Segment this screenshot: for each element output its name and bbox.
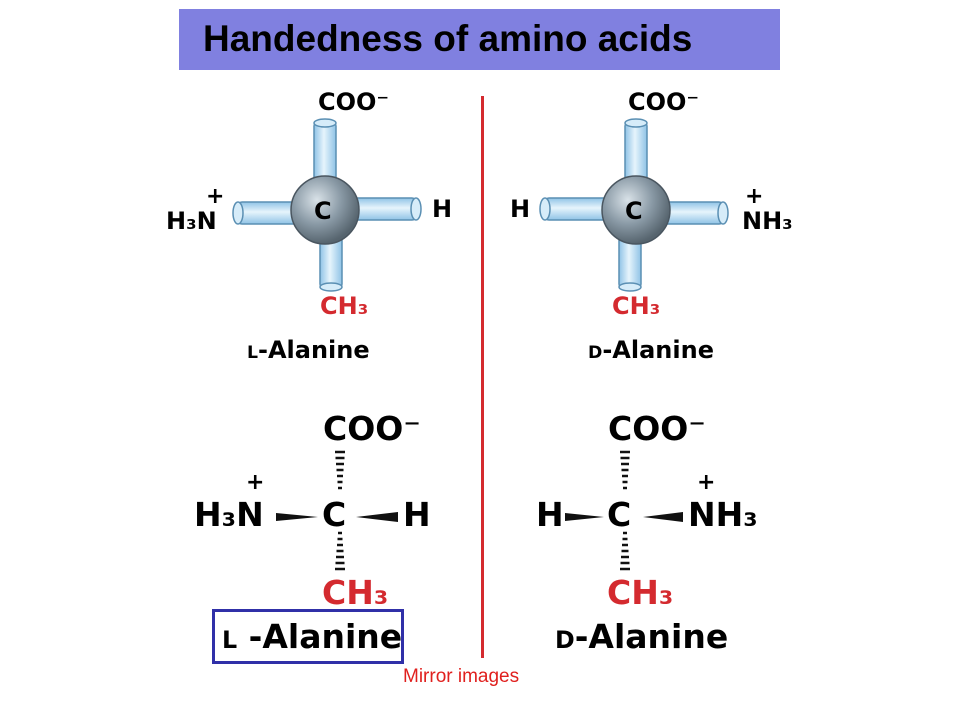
l-formula-hydrogen-label: H [403, 495, 431, 534]
l-model-prefix: L [247, 343, 259, 363]
mirror-images-caption: Mirror images [403, 666, 520, 687]
d-bond-down-cap [618, 282, 642, 292]
d-formula-name: -Alanine [574, 617, 729, 656]
d-model-carbon-label: C [625, 197, 643, 225]
l-formula-amino-label: H₃N [194, 495, 264, 534]
d-wedge-bond-right [643, 512, 683, 522]
l-bond-down-cap [319, 282, 343, 292]
l-alanine-model [232, 118, 422, 292]
l-wedge-bond-left [276, 513, 318, 521]
d-bond-right-cap [717, 201, 729, 225]
title-bar [179, 9, 780, 70]
d-alanine-model [539, 118, 729, 292]
l-formula-name-label: L -Alanine [222, 620, 402, 653]
d-formula-hydrogen-label: H [536, 495, 564, 534]
d-model-methyl-label: CH₃ [612, 292, 661, 320]
l-formula-carbon-label: C [322, 495, 347, 534]
l-bond-left-cap [232, 201, 244, 225]
l-model-charge-label: + [206, 184, 225, 209]
page-title: Handedness of amino acids [203, 18, 693, 59]
l-wedge-bond-right [356, 512, 398, 522]
d-model-name: -Alanine [602, 336, 714, 364]
l-model-carboxylate-label: COO⁻ [318, 88, 390, 116]
d-formula-carbon-label: C [607, 495, 632, 534]
d-wedge-bond-left [565, 513, 604, 521]
l-model-carbon-label: C [314, 197, 332, 225]
d-model-amino-label: NH₃ [742, 207, 793, 235]
d-formula-amino-label: NH₃ [688, 495, 758, 534]
d-formula-name-label: D-Alanine [555, 620, 728, 653]
l-alanine-highlight-box [212, 609, 404, 664]
d-bond-left-cap [539, 197, 551, 221]
mirror-plane-line [481, 96, 484, 658]
l-hashed-bond-down [335, 531, 345, 571]
l-formula-charge-label: + [246, 470, 265, 495]
l-bond-right-cap [410, 197, 422, 221]
d-carbon-sphere [601, 175, 671, 245]
d-formula-methyl-label: CH₃ [607, 573, 674, 612]
l-formula-prefix: L [222, 626, 238, 654]
d-bond-up-cap [624, 118, 648, 128]
d-formula-carboxylate-label: COO⁻ [608, 409, 706, 448]
d-model-prefix: D [588, 343, 603, 363]
l-model-methyl-label: CH₃ [320, 292, 369, 320]
l-bond-up-cap [313, 118, 337, 128]
d-fischer-bonds [565, 450, 683, 571]
d-formula-charge-label: + [697, 470, 716, 495]
l-formula-name: -Alanine [248, 617, 403, 656]
l-hashed-bond-up [335, 450, 345, 490]
l-carbon-sphere [290, 175, 360, 245]
d-model-carboxylate-label: COO⁻ [628, 88, 700, 116]
l-formula-carboxylate-label: COO⁻ [323, 409, 421, 448]
l-model-amino-label: H₃N [166, 207, 217, 235]
d-model-charge-label: + [745, 184, 764, 209]
l-fischer-bonds [276, 450, 398, 571]
l-model-name: -Alanine [258, 336, 370, 364]
d-formula-prefix: D [555, 626, 575, 654]
l-formula-methyl-label: CH₃ [322, 573, 389, 612]
d-hashed-bond-up [620, 450, 630, 490]
d-hashed-bond-down [620, 531, 630, 571]
l-model-hydrogen-label: H [432, 195, 453, 223]
d-model-name-label: D-Alanine [588, 338, 714, 362]
l-model-name-label: L-Alanine [247, 338, 370, 362]
d-model-hydrogen-label: H [510, 195, 531, 223]
